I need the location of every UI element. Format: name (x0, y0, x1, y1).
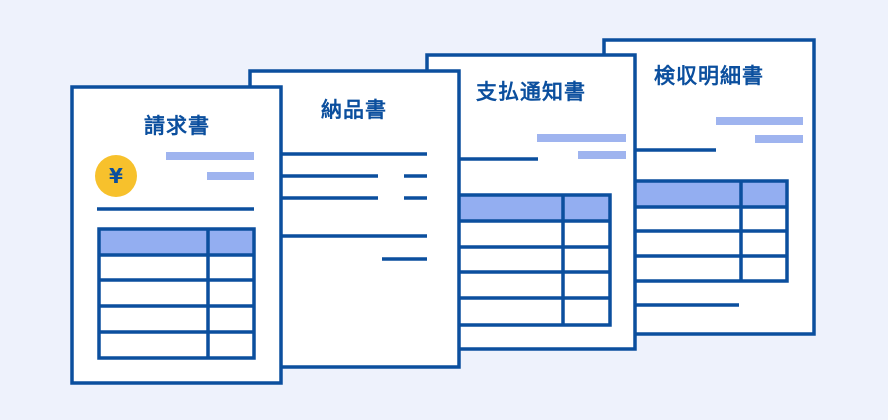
table-header (99, 229, 254, 255)
document-title: 支払通知書 (476, 80, 586, 104)
table-header (610, 181, 787, 207)
document-title: 納品書 (321, 98, 387, 122)
yen-coin-icon: ¥ (95, 155, 137, 197)
document-sheet (248, 69, 461, 369)
coin-circle (95, 155, 137, 197)
item-table (438, 193, 612, 327)
document-delivery-note: 納品書 (248, 69, 461, 369)
document-invoice: 請求書 ¥ (70, 85, 283, 385)
yen-symbol: ¥ (109, 164, 123, 188)
table-border (97, 227, 256, 360)
document-title: 請求書 (144, 114, 210, 138)
document-title: 検収明細書 (654, 64, 764, 88)
document-inspection-statement: 検収明細書 (602, 38, 816, 336)
table-header (440, 195, 610, 221)
item-table (97, 227, 256, 360)
